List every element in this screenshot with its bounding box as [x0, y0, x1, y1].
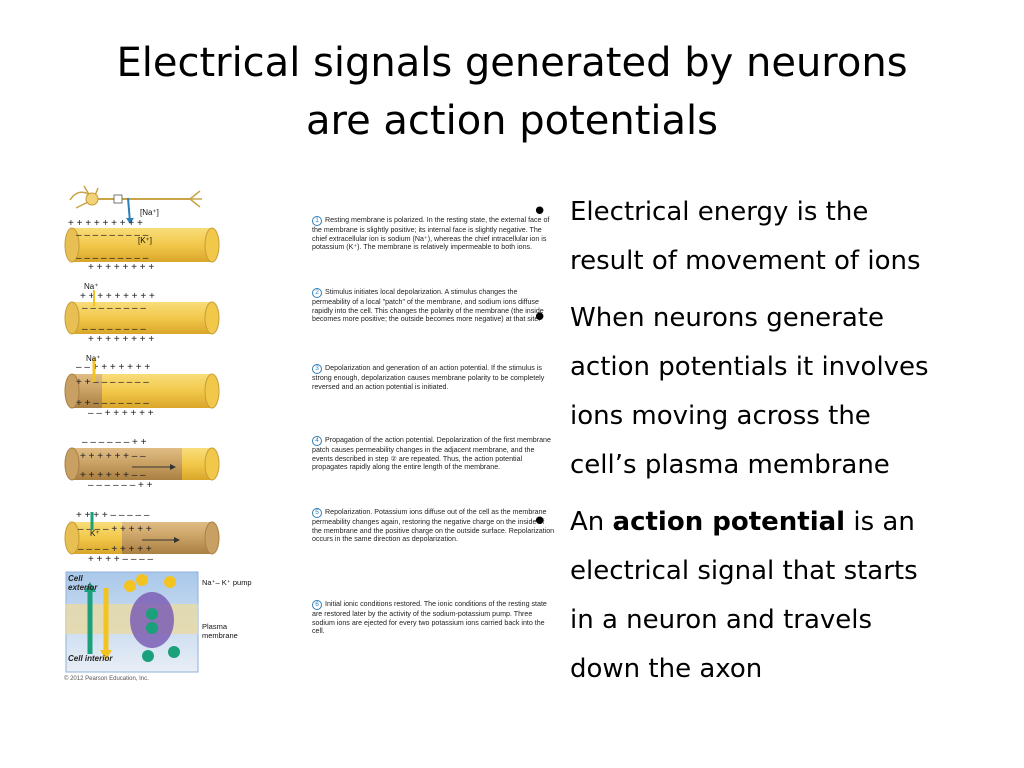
- svg-text:– – – – – – + +: – – – – – – + +: [82, 437, 147, 448]
- svg-text:– – – – + + + + +: – – – – + + + + +: [78, 544, 152, 555]
- svg-text:+ + – – – – – – –: + + – – – – – – –: [76, 377, 149, 388]
- bullet-item-1: • Electrical energy is the result of mov…: [524, 188, 1020, 286]
- svg-text:+ + – – – – – – –: + + – – – – – – –: [76, 398, 149, 409]
- slide-title: Electrical signals generated by neurons …: [20, 34, 1004, 150]
- svg-text:+ + + + + + + + +: + + + + + + + + +: [80, 291, 155, 302]
- svg-text:+ + + + + + + +: + + + + + + + +: [88, 334, 154, 345]
- figure-copyright: © 2012 Pearson Education, Inc.: [64, 676, 149, 682]
- caption-text: Depolarization and generation of an acti…: [312, 364, 545, 391]
- panel-5-axon: + + + + – – – – – – – – – + + + + + – – …: [64, 510, 220, 565]
- svg-text:– – – – – – – – –: – – – – – – – – –: [76, 253, 149, 264]
- label-na-2: Na⁺: [84, 282, 99, 291]
- svg-text:+ + + + – – – – –: + + + + – – – – –: [76, 510, 150, 521]
- svg-text:– – – – – – – –: – – – – – – – –: [82, 303, 146, 314]
- bullet-dot-icon: •: [532, 197, 548, 227]
- bullet-line: Electrical energy is the: [570, 197, 869, 227]
- title-line-1: Electrical signals generated by neurons: [116, 40, 908, 86]
- neuron-sketch: [69, 185, 202, 224]
- svg-text:– – + + + + + + +: – – + + + + + + +: [76, 362, 150, 373]
- step-number: 5: [312, 508, 322, 518]
- caption-text: Stimulus initiates local depolarization.…: [312, 288, 544, 324]
- bullet-prefix: An: [570, 507, 613, 537]
- bullet-line: electrical signal that starts: [570, 556, 918, 586]
- bullet-line: An action potential is an: [570, 498, 1020, 547]
- label-na-3: Na⁺: [86, 354, 101, 363]
- bullet-item-3: • An action potential is an electrical s…: [524, 498, 1020, 694]
- bullet-dot-icon: •: [532, 507, 548, 537]
- step-number: 1: [312, 216, 322, 226]
- axon-diagram: + + + + + + + + + – – – – – – – – – – – …: [64, 185, 220, 673]
- svg-text:– – + + + + + +: – – + + + + + +: [88, 408, 154, 419]
- svg-text:– – – – – – + +: – – – – – – + +: [88, 480, 153, 491]
- bullet-line-rest: is an: [845, 507, 915, 537]
- caption-text: Repolarization. Potassium ions diffuse o…: [312, 508, 555, 544]
- bullet-line: cell’s plasma membrane: [570, 450, 890, 480]
- title-line-2: are action potentials: [305, 98, 718, 144]
- caption-text: Initial ionic conditions restored. The i…: [312, 600, 547, 636]
- panel-6-pump: [65, 571, 199, 673]
- label-plasma-membrane: Plasma membrane: [202, 622, 238, 640]
- label-pump: Na⁺– K⁺ pump: [202, 578, 252, 587]
- step-number: 6: [312, 600, 322, 610]
- svg-text:– – – – – – – – –: – – – – – – – – –: [76, 230, 149, 241]
- bullet-line: in a neuron and travels: [570, 605, 873, 635]
- label-cell-exterior: Cell exterior: [68, 574, 98, 592]
- action-potential-figure: + + + + + + + + + – – – – – – – – – – – …: [62, 178, 554, 686]
- bullet-dot-icon: •: [532, 303, 548, 333]
- bullet-line: result of movement of ions: [570, 246, 921, 276]
- step-number: 3: [312, 364, 322, 374]
- bullet-list: • Electrical energy is the result of mov…: [524, 188, 1020, 702]
- bullet-item-2: • When neurons generate action potential…: [524, 294, 1020, 490]
- step-number: 2: [312, 288, 322, 298]
- panel-4-axon: – – – – – – + + + + + + + + – – + + + + …: [64, 437, 220, 491]
- caption-text: Resting membrane is polarized. In the re…: [312, 216, 550, 252]
- svg-text:+ + + + – – – –: + + + + – – – –: [88, 554, 153, 565]
- label-k-5: K⁺: [90, 529, 100, 538]
- step-number: 4: [312, 436, 322, 446]
- panel-2-axon: + + + + + + + + + – – – – – – – – – – – …: [64, 290, 220, 345]
- svg-text:+ + + + + + – –: + + + + + + – –: [80, 470, 146, 481]
- svg-text:+ + + + + + + +: + + + + + + + +: [88, 262, 154, 273]
- bullet-line: ions moving across the: [570, 401, 871, 431]
- bullet-line: action potentials it involves: [570, 352, 929, 382]
- label-cell-interior: Cell interior: [68, 654, 113, 663]
- label-na-top: [Na⁺]: [140, 208, 159, 217]
- svg-text:+ + + + + + – –: + + + + + + – –: [80, 451, 146, 462]
- svg-text:– – – – – – – –: – – – – – – – –: [82, 324, 146, 335]
- caption-text: Propagation of the action potential. Dep…: [312, 436, 551, 472]
- panel-3-axon: – – + + + + + + + + + – – – – – – – + + …: [64, 358, 220, 419]
- panel-1-axon: + + + + + + + + + – – – – – – – – – – – …: [64, 218, 220, 273]
- bullet-line: down the axon: [570, 654, 763, 684]
- svg-text:+ + + + + + + + +: + + + + + + + + +: [68, 218, 143, 229]
- svg-text:– – – – + + + + +: – – – – + + + + +: [78, 524, 152, 535]
- bullet-line: When neurons generate: [570, 303, 884, 333]
- label-k-inside: [K⁺]: [138, 236, 153, 245]
- bold-term: action potential: [612, 507, 846, 537]
